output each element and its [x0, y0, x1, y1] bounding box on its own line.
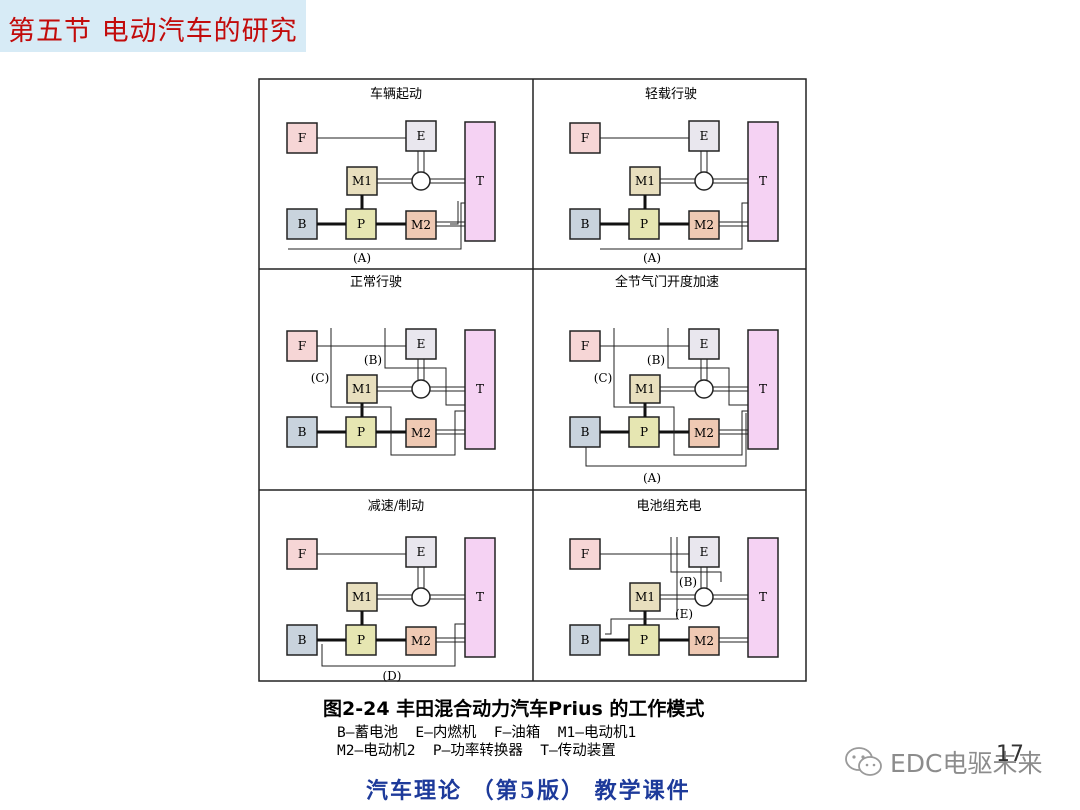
component-p-label: P	[357, 425, 365, 439]
component-t-label: T	[759, 382, 767, 396]
component-m2-label: M2	[411, 218, 431, 232]
watermark-text: EDC电驱未来	[890, 749, 1043, 778]
component-e-label: E	[417, 545, 426, 559]
legend-line-2: M2—电动机2 P—功率转换器 T—传动装置	[337, 743, 616, 759]
component-b-label: B	[581, 633, 590, 647]
component-b-label: B	[581, 217, 590, 231]
component-m1-label: M1	[635, 590, 655, 604]
component-e-label: E	[700, 545, 709, 559]
component-p-label: P	[357, 633, 365, 647]
component-t-label: T	[476, 382, 484, 396]
component-b-label: B	[298, 633, 307, 647]
mode-label: (D)	[383, 669, 402, 683]
component-m2-label: M2	[694, 218, 714, 232]
figure-caption: 图2-24 丰田混合动力汽车Prius 的工作模式	[323, 698, 705, 720]
component-f-label: F	[298, 547, 306, 561]
component-f-label: F	[581, 547, 589, 561]
component-m1-label: M1	[635, 174, 655, 188]
label-e: (E)	[675, 607, 693, 621]
component-m1-label: M1	[635, 382, 655, 396]
panel-title: 轻载行驶	[645, 87, 697, 102]
component-m2-label: M2	[411, 634, 431, 648]
component-b-label: B	[581, 425, 590, 439]
wechat-icon	[845, 747, 882, 776]
component-m2-label: M2	[694, 426, 714, 440]
component-e-label: E	[417, 129, 426, 143]
component-p-label: P	[640, 217, 648, 231]
panel-title: 减速/制动	[368, 499, 424, 514]
prius-modes-figure: 车辆起动 (A) 轻载行驶 (A) 正常行驶 (B) (C) 全节气门开度加速 …	[258, 78, 807, 683]
mode-label: (A)	[643, 471, 661, 485]
component-e-label: E	[417, 337, 426, 351]
panel-decel-braking: 减速/制动 (D)	[285, 499, 497, 683]
component-b-label: B	[298, 425, 307, 439]
mode-label: (A)	[643, 251, 661, 265]
panel-title: 电池组充电	[636, 498, 701, 514]
panel-title: 全节气门开度加速	[615, 274, 719, 290]
component-e-label: E	[700, 129, 709, 143]
slide-title: 第五节 电动汽车的研究	[8, 16, 298, 47]
component-m1-label: M1	[352, 174, 372, 188]
panel-light-load: 轻载行驶 (A)	[568, 87, 780, 265]
mode-label: (A)	[353, 251, 371, 265]
title-banner: 第五节 电动汽车的研究	[0, 0, 306, 52]
component-f-label: F	[298, 131, 306, 145]
panel-vehicle-start: 车辆起动 (A)	[285, 86, 497, 265]
component-t-label: T	[476, 590, 484, 604]
component-f-label: F	[581, 339, 589, 353]
component-m2-label: M2	[694, 634, 714, 648]
legend-line-1: B—蓄电池 E—内燃机 F—油箱 M1—电动机1	[337, 725, 637, 741]
component-p-label: P	[640, 425, 648, 439]
component-p-label: P	[640, 633, 648, 647]
panel-normal-driving: 正常行驶 (B) (C)	[285, 275, 497, 456]
component-b-label: B	[298, 217, 307, 231]
component-p-label: P	[357, 217, 365, 231]
component-t-label: T	[759, 174, 767, 188]
panel-full-throttle: 全节气门开度加速 (B) (C) (A)	[568, 274, 780, 485]
panel-battery-charging: 电池组充电 (B) (E)	[568, 498, 780, 659]
panel-title: 车辆起动	[370, 86, 422, 102]
component-m1-label: M1	[352, 590, 372, 604]
watermark: EDC电驱未来	[844, 744, 1043, 780]
component-f-label: F	[581, 131, 589, 145]
panel-title: 正常行驶	[350, 275, 402, 290]
component-t-label: T	[759, 590, 767, 604]
component-f-label: F	[298, 339, 306, 353]
footer-course-title: 汽车理论 （第5版） 教学课件	[366, 778, 691, 804]
label-b: (B)	[679, 575, 697, 589]
label-c: (C)	[311, 371, 330, 385]
label-b: (B)	[647, 353, 665, 367]
label-c: (C)	[594, 371, 613, 385]
page-number: 17	[996, 742, 1024, 767]
component-t-label: T	[476, 174, 484, 188]
component-e-label: E	[700, 337, 709, 351]
component-m2-label: M2	[411, 426, 431, 440]
component-m1-label: M1	[352, 382, 372, 396]
label-b: (B)	[364, 353, 382, 367]
